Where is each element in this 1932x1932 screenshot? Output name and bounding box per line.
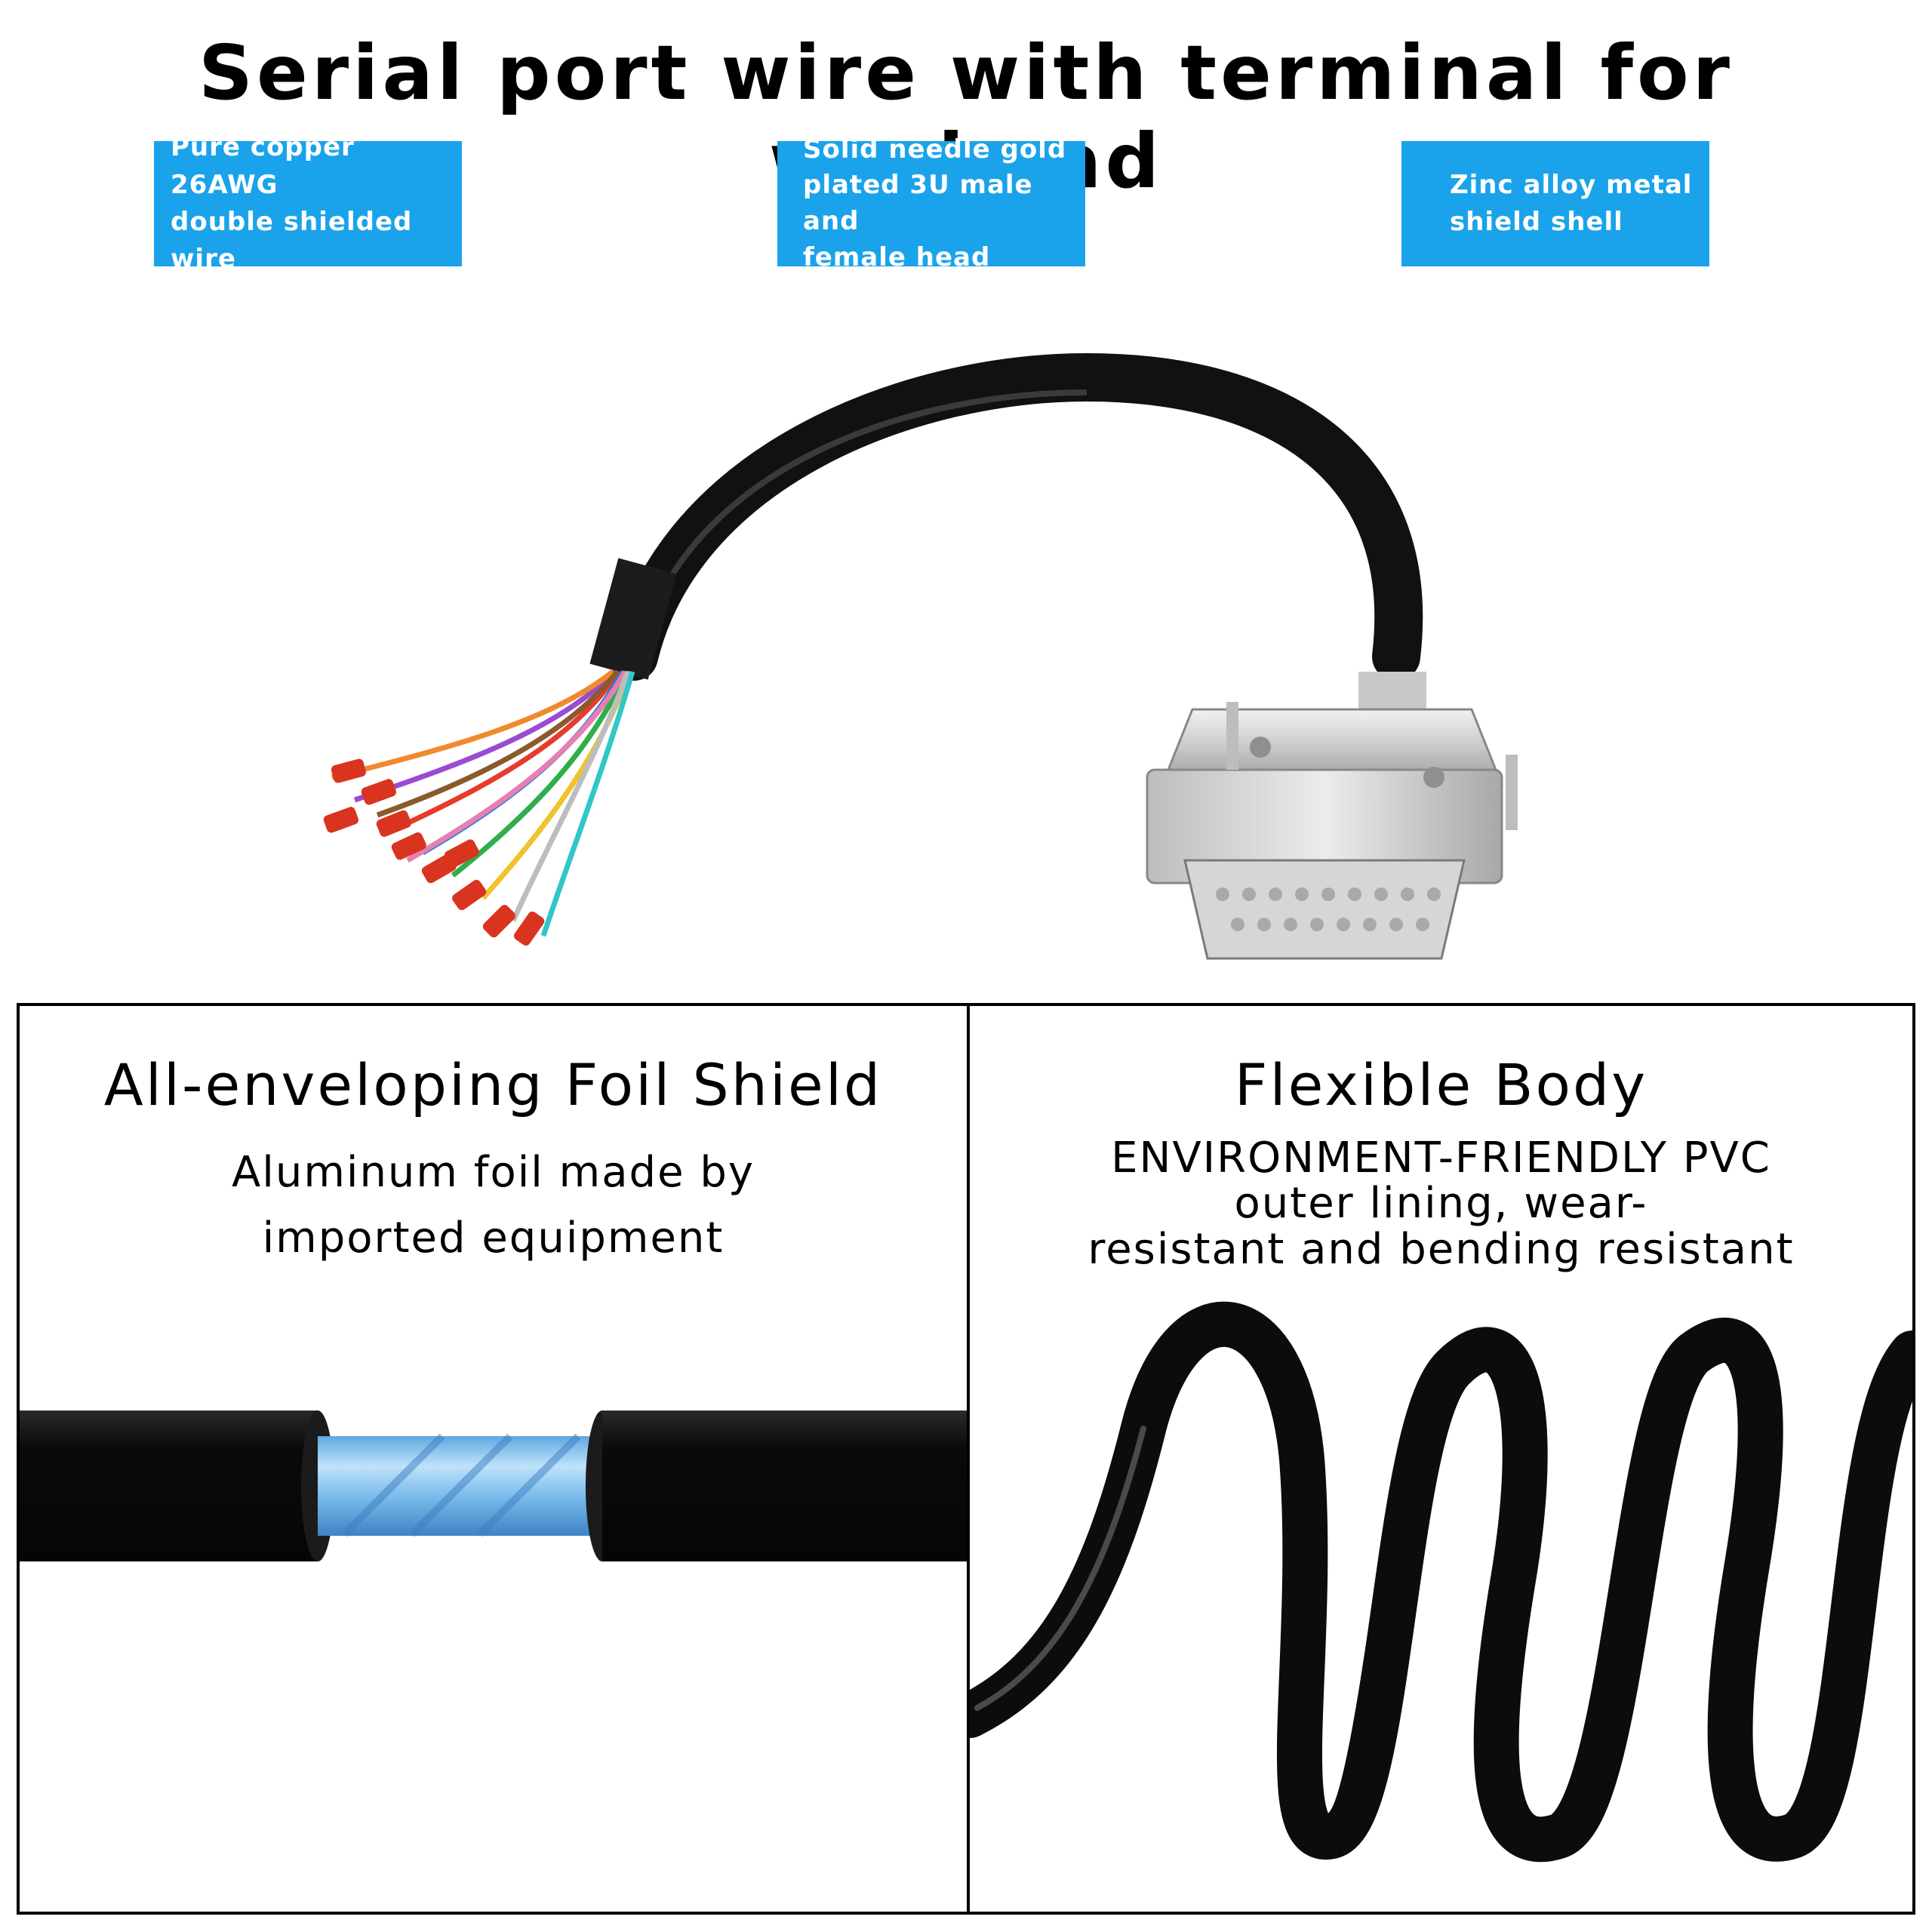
cable-jacket-left: [20, 1411, 318, 1561]
feature-line: Solid needle gold: [803, 134, 1067, 165]
panel-subtitle: ENVIRONMENT-FRIENDLY PVC outer lining, w…: [970, 1134, 1912, 1274]
coiled-cable: [970, 1301, 1912, 1863]
panel-foil-shield: All-enveloping Foil Shield Aluminum foil…: [20, 1006, 967, 1912]
panel-flexible-body: Flexible Body ENVIRONMENT-FRIENDLY PVC o…: [970, 1006, 1912, 1912]
panel-subtitle-line: imported equipment: [262, 1213, 724, 1263]
cable-product-image: [323, 352, 1518, 960]
feature-line: Pure copper 26AWG: [171, 132, 355, 200]
panel-title: Flexible Body: [1234, 1051, 1648, 1118]
cable-jacket-right: [602, 1411, 967, 1561]
feature-badge-copper-wire: Pure copper 26AWG double shielded wire: [154, 132, 462, 274]
panel-subtitle-line: resistant and bending resistant: [1088, 1224, 1795, 1274]
feature-badge-zinc-shell: Zinc alloy metal shield shell: [1401, 141, 1709, 266]
panel-title: All-enveloping Foil Shield: [103, 1051, 883, 1118]
cable-jacket: [610, 352, 1423, 681]
panel-subtitle: Aluminum foil made by imported equipment: [20, 1140, 967, 1272]
colored-wires: [331, 669, 635, 937]
heat-shrink-sleeve: [589, 558, 677, 680]
coiled-cable-image: [970, 1301, 1912, 1863]
feature-line: plated 3U male and: [803, 170, 1033, 236]
feature-panels: All-enveloping Foil Shield Aluminum foil…: [17, 1003, 1915, 1915]
feature-line: shield shell: [1450, 207, 1623, 237]
feature-line: double shielded wire: [171, 207, 413, 275]
feature-line: Zinc alloy metal: [1450, 169, 1693, 200]
feature-badge-gold-plated-needle: Solid needle gold plated 3U male and fem…: [777, 134, 1085, 272]
panel-subtitle-line: Aluminum foil made by: [231, 1148, 755, 1197]
feature-line: female head: [803, 242, 991, 272]
foil-shield-cable-image: [20, 1411, 967, 1561]
ferrule-terminals: [323, 758, 545, 946]
db25-connector: [1146, 672, 1518, 960]
panel-subtitle-line: ENVIRONMENT-FRIENDLY PVC: [1111, 1134, 1771, 1183]
panel-subtitle-line: outer lining, wear-: [1234, 1179, 1648, 1229]
panel-divider: [967, 1006, 970, 1912]
